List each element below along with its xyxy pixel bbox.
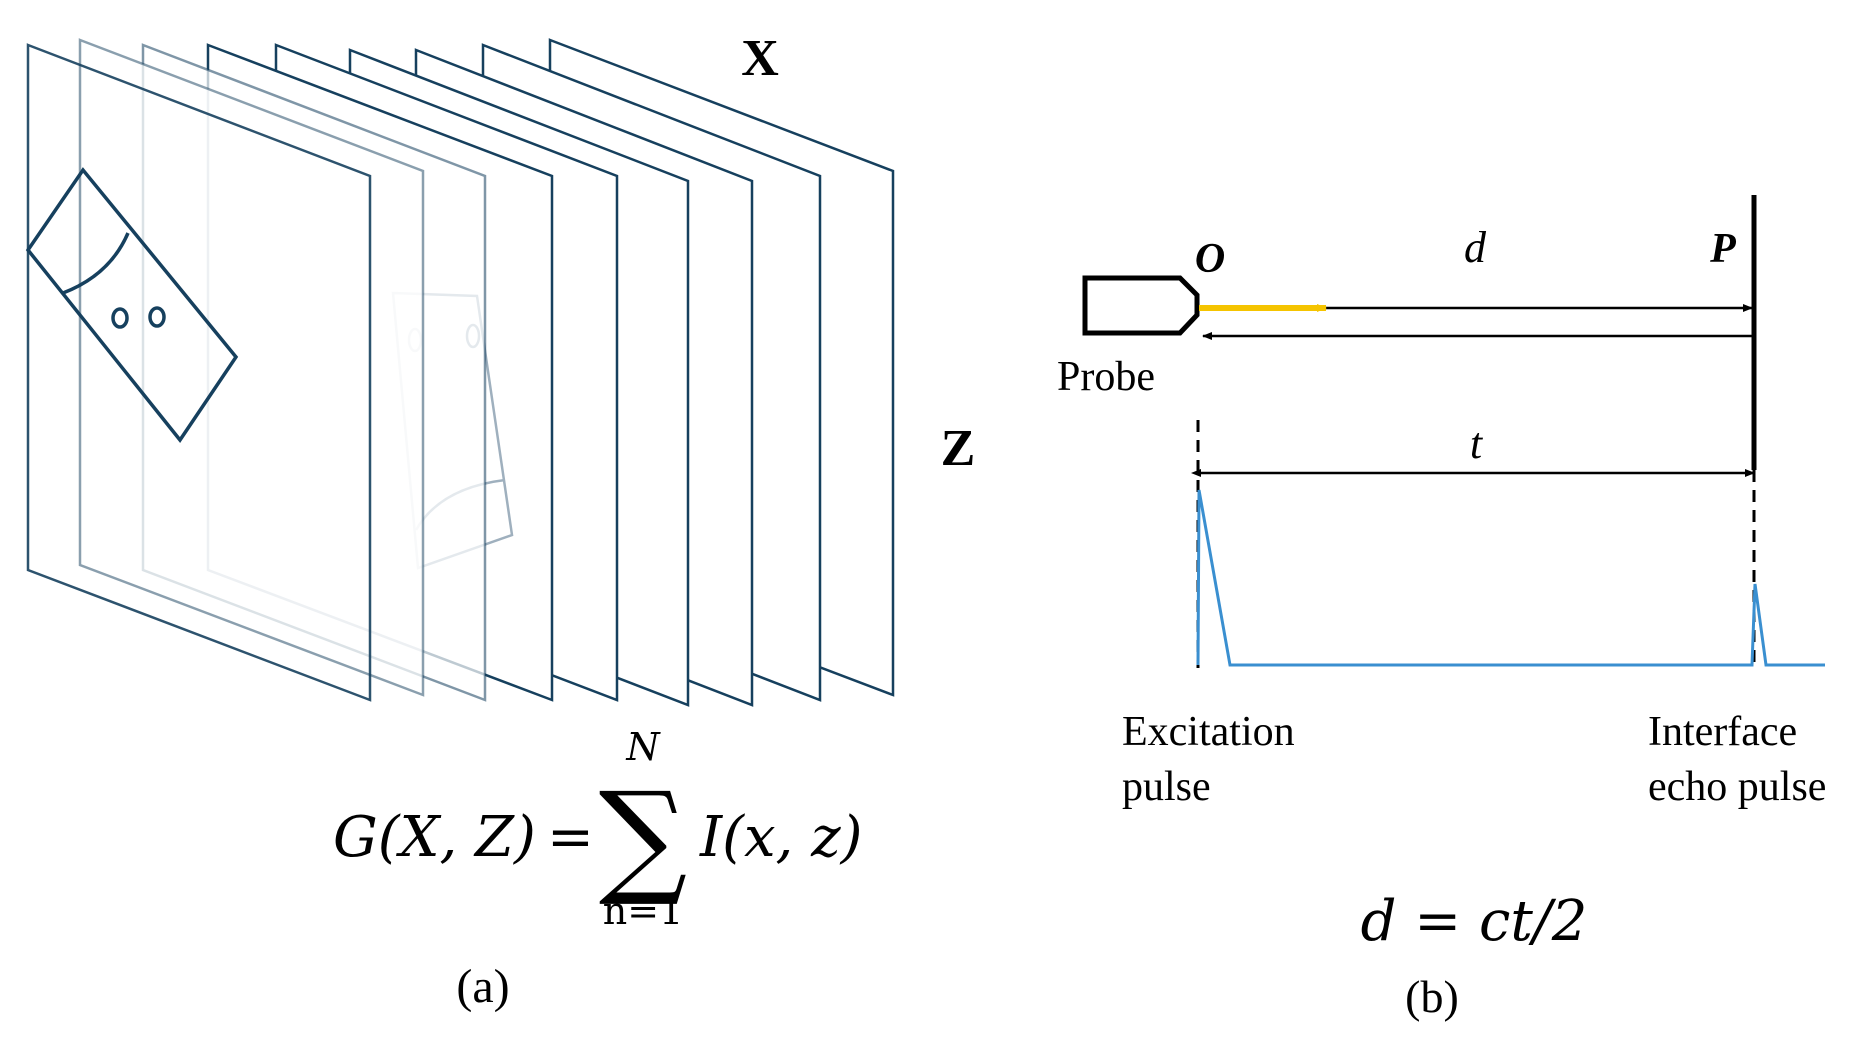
probe-shape [1082, 275, 1200, 336]
caption-b: (b) [1405, 971, 1459, 1022]
axis-z-label: Z [941, 420, 976, 477]
slice-stack [26, 38, 895, 707]
equation-equals: = [547, 805, 594, 870]
label-point: P [1709, 226, 1736, 272]
equation-summand: I(x, z) [699, 805, 863, 870]
probe-outline-front [25, 167, 239, 443]
sum-lower-limit: n=1 [603, 889, 684, 933]
panel-b: Probe O d P t Excitation pulse Interface… [1057, 195, 1826, 1022]
summation-equation: G(X, Z) = ∑ N n=1 I(x, z) [333, 725, 863, 933]
sum-symbol: ∑ [599, 766, 688, 910]
label-distance: d [1464, 223, 1487, 272]
echo-label-line2: echo pulse [1648, 764, 1826, 810]
slice-1 [26, 43, 372, 702]
label-time: t [1470, 419, 1484, 468]
signal-trace [1196, 489, 1825, 667]
label-origin: O [1195, 236, 1225, 282]
panel-a: X Z G(X, Z) = ∑ N n=1 I(x, z) (a) [25, 30, 976, 1013]
caption-a: (a) [456, 960, 509, 1013]
excitation-label-line2: pulse [1122, 764, 1211, 810]
sum-upper-limit: N [625, 725, 661, 769]
probe-label: Probe [1057, 354, 1155, 400]
distance-formula: d = ct/2 [1361, 889, 1588, 954]
echo-label-line1: Interface [1648, 709, 1797, 755]
equation-lhs: G(X, Z) [333, 805, 536, 870]
slice-2 [78, 38, 425, 697]
axis-x-label: X [741, 30, 779, 87]
excitation-label-line1: Excitation [1122, 709, 1295, 755]
